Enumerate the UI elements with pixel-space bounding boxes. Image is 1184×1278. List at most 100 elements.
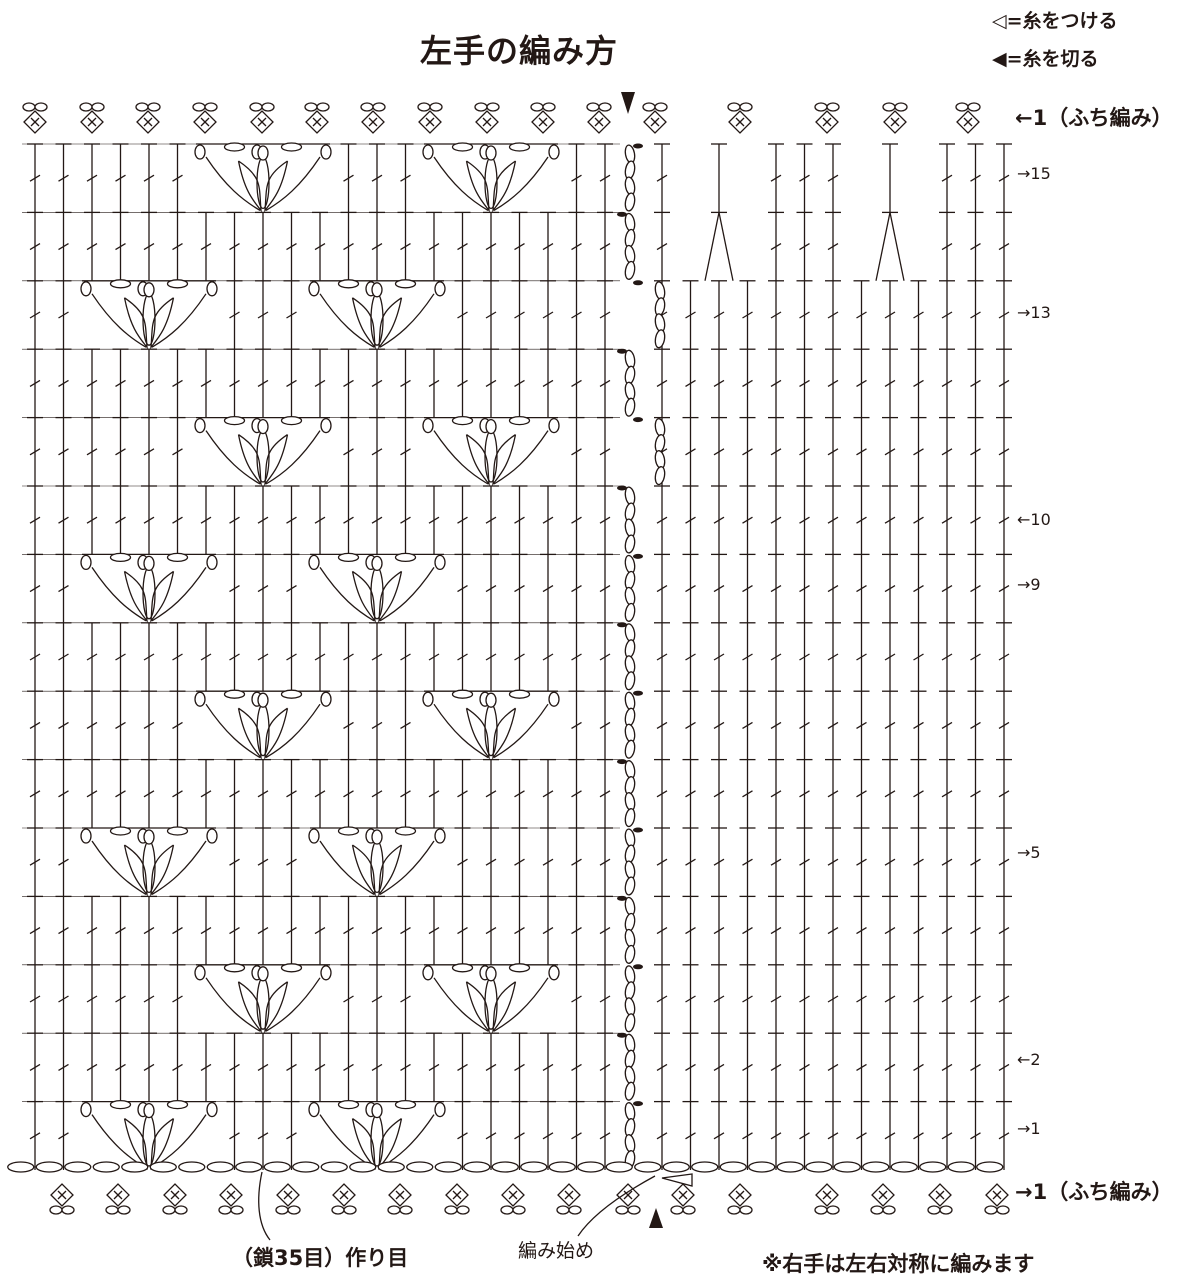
edging-loop (49, 1205, 63, 1215)
fan-petal (123, 570, 148, 623)
chain-stitch (548, 691, 560, 707)
fan-motif (80, 1099, 218, 1171)
fan-petal (370, 293, 384, 346)
stitch-crossbar (257, 311, 269, 319)
chain-stitch (422, 691, 434, 707)
stitch-crossbar (542, 927, 554, 935)
stitch-crossbar (998, 516, 1010, 524)
chain-stitch (143, 555, 155, 572)
stitch-crossbar (770, 653, 782, 661)
stitch-crossbar (485, 858, 497, 866)
stitch-crossbar (998, 174, 1010, 182)
stitch-crossbar (343, 790, 354, 798)
stitch-crossbar (400, 174, 411, 182)
edging-loop (147, 102, 161, 112)
stitch-crossbar (599, 927, 611, 935)
chain-stitch (624, 671, 636, 691)
stitch-crossbar (172, 927, 183, 935)
edging-loop (429, 102, 443, 112)
stitch-crossbar (799, 721, 810, 729)
stitch-crossbar (913, 653, 924, 661)
stitch-crossbar (770, 379, 782, 387)
stitch-crossbar (827, 174, 839, 182)
fan-petal (465, 160, 490, 213)
edging-loop (162, 1205, 176, 1215)
cut-thread-icon: ◀ (992, 48, 1007, 70)
chain-stitch (109, 552, 132, 563)
chain-stitch (394, 1099, 417, 1110)
stitch-crossbar (86, 379, 98, 387)
edging-top (642, 102, 668, 134)
stitch-crossbar (542, 1063, 554, 1071)
chain-stitch (308, 554, 320, 571)
stitch-crossbar (58, 448, 69, 456)
stitch-crossbar (29, 311, 41, 319)
stitch-crossbar (799, 174, 810, 182)
edging-cross (395, 1190, 405, 1200)
stitch-crossbar (485, 790, 497, 798)
stitch-crossbar (941, 790, 953, 798)
stitch-crossbar (656, 995, 668, 1003)
stitch-crossbar (713, 858, 725, 866)
stitch-crossbar (799, 858, 810, 866)
edging-cross (992, 1190, 1002, 1200)
stitch-crossbar (400, 516, 411, 524)
stitch-crossbar (799, 311, 810, 319)
stitch-crossbar (799, 379, 810, 387)
fan-petal (492, 981, 517, 1034)
chain-stitch (143, 829, 155, 845)
foundation-chain (149, 1161, 177, 1173)
stitch-crossbar (485, 1132, 497, 1140)
stitch-crossbar (257, 927, 269, 935)
slip-stitch (633, 964, 643, 970)
stitch-crossbar (970, 721, 981, 729)
stitch-crossbar (229, 653, 240, 661)
fan-petal (151, 840, 207, 895)
fan-petal (264, 434, 289, 487)
stitch-crossbar (998, 995, 1010, 1003)
chain-stitch (654, 466, 666, 486)
stitch-crossbar (656, 585, 668, 593)
stitch-crossbar (656, 858, 668, 866)
stitch-crossbar (286, 516, 297, 524)
fan-motif (80, 279, 218, 350)
edging-top (417, 102, 443, 134)
fan-petal (265, 156, 321, 211)
stitch-crossbar (485, 585, 497, 593)
stitch-crossbar (941, 927, 953, 935)
fan-petal (319, 293, 375, 348)
stitch-crossbar (400, 721, 411, 729)
stitch-crossbar (58, 1063, 69, 1071)
stitch-crossbar (913, 1132, 924, 1140)
edging-loop (474, 102, 488, 112)
stitch-crossbar (314, 790, 326, 798)
edging-loop (586, 102, 600, 112)
stitch-crossbar (485, 927, 497, 935)
fan-petal (91, 840, 147, 895)
stitch-crossbar (257, 653, 269, 661)
stitch-crossbar (913, 995, 924, 1003)
stitch-crossbar (685, 858, 696, 866)
stitch-crossbar (970, 995, 981, 1003)
chain-stitch (548, 144, 560, 160)
edging-bottom (162, 1183, 188, 1215)
cut-thread-icon (621, 92, 635, 114)
row-label-13: →13 (1017, 303, 1051, 322)
stitch-crossbar (229, 311, 240, 319)
stitch-crossbar (656, 790, 668, 798)
fan-petal (205, 703, 261, 759)
stitch-crossbar (314, 1063, 326, 1071)
fan-petal (264, 160, 289, 213)
chain-stitch (508, 963, 531, 973)
stitch-crossbar (571, 448, 582, 456)
foundation-chain (292, 1161, 320, 1173)
chain-stitch (80, 1101, 92, 1118)
stitch-crossbar (514, 1132, 525, 1140)
fan-petal (151, 293, 207, 348)
fan-motif (308, 1099, 446, 1171)
fan-petal (142, 840, 156, 894)
fan-petal (91, 1114, 147, 1169)
stitch-crossbar (599, 174, 611, 182)
stitch-crossbar (286, 1132, 297, 1140)
stitch-crossbar (400, 653, 411, 661)
